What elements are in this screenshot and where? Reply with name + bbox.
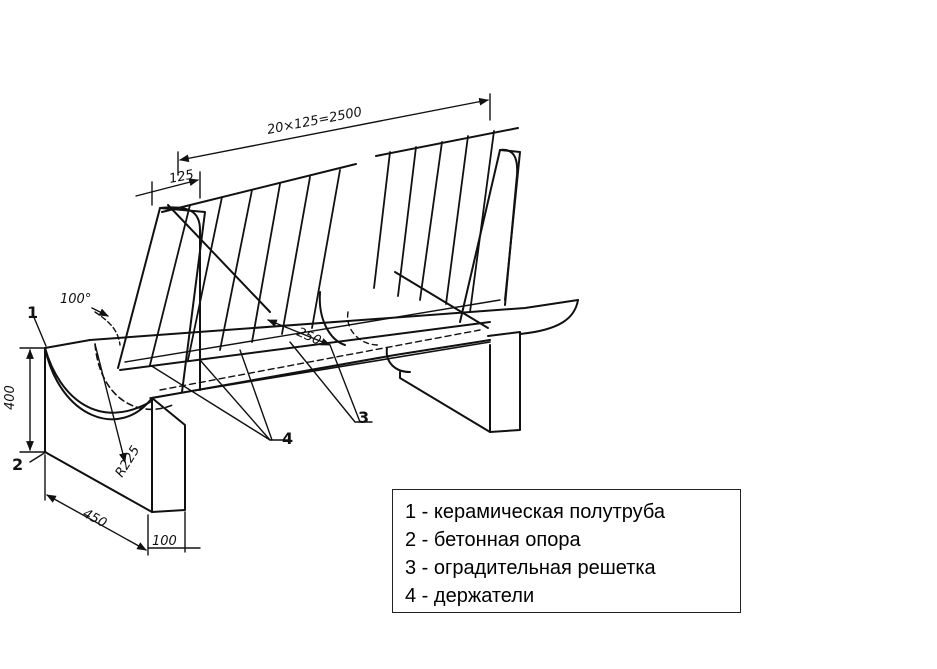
- callout-3: 3: [358, 408, 369, 427]
- legend-item-4: 4 - держатели: [405, 585, 535, 607]
- rear-concrete-support: [399, 331, 521, 433]
- height-label: 400: [3, 385, 18, 410]
- leader-lines: [29, 314, 373, 463]
- dim-bar-spacing: [135, 171, 201, 206]
- total-length-label: 20×125=2500: [266, 105, 363, 138]
- legend-item-2: 2 - бетонная опора: [405, 529, 581, 551]
- bar-spacing-label: 125: [168, 167, 195, 186]
- callout-2: 2: [12, 455, 23, 474]
- dim-holder-gap: [267, 319, 331, 346]
- dim-support-thickness: [147, 511, 201, 553]
- front-concrete-support: [44, 347, 186, 513]
- support-thickness-label: 100: [152, 534, 177, 549]
- callout-4: 4: [282, 429, 293, 448]
- angle-label: 100°: [60, 292, 91, 307]
- dim-radius: [94, 343, 127, 463]
- holders: [117, 148, 521, 393]
- callout-1: 1: [27, 303, 38, 322]
- dim-angle: [91, 307, 121, 346]
- legend-item-1: 1 - керамическая полутруба: [405, 501, 665, 523]
- ceramic-half-pipe: [44, 291, 579, 421]
- dim-height: [19, 347, 45, 453]
- legend-box: 1 - керамическая полутруба 2 - бетонная …: [392, 489, 741, 613]
- grate-bars: [149, 130, 495, 366]
- legend-item-3: 3 - оградительная решетка: [405, 557, 656, 579]
- dim-total-length: [177, 93, 491, 176]
